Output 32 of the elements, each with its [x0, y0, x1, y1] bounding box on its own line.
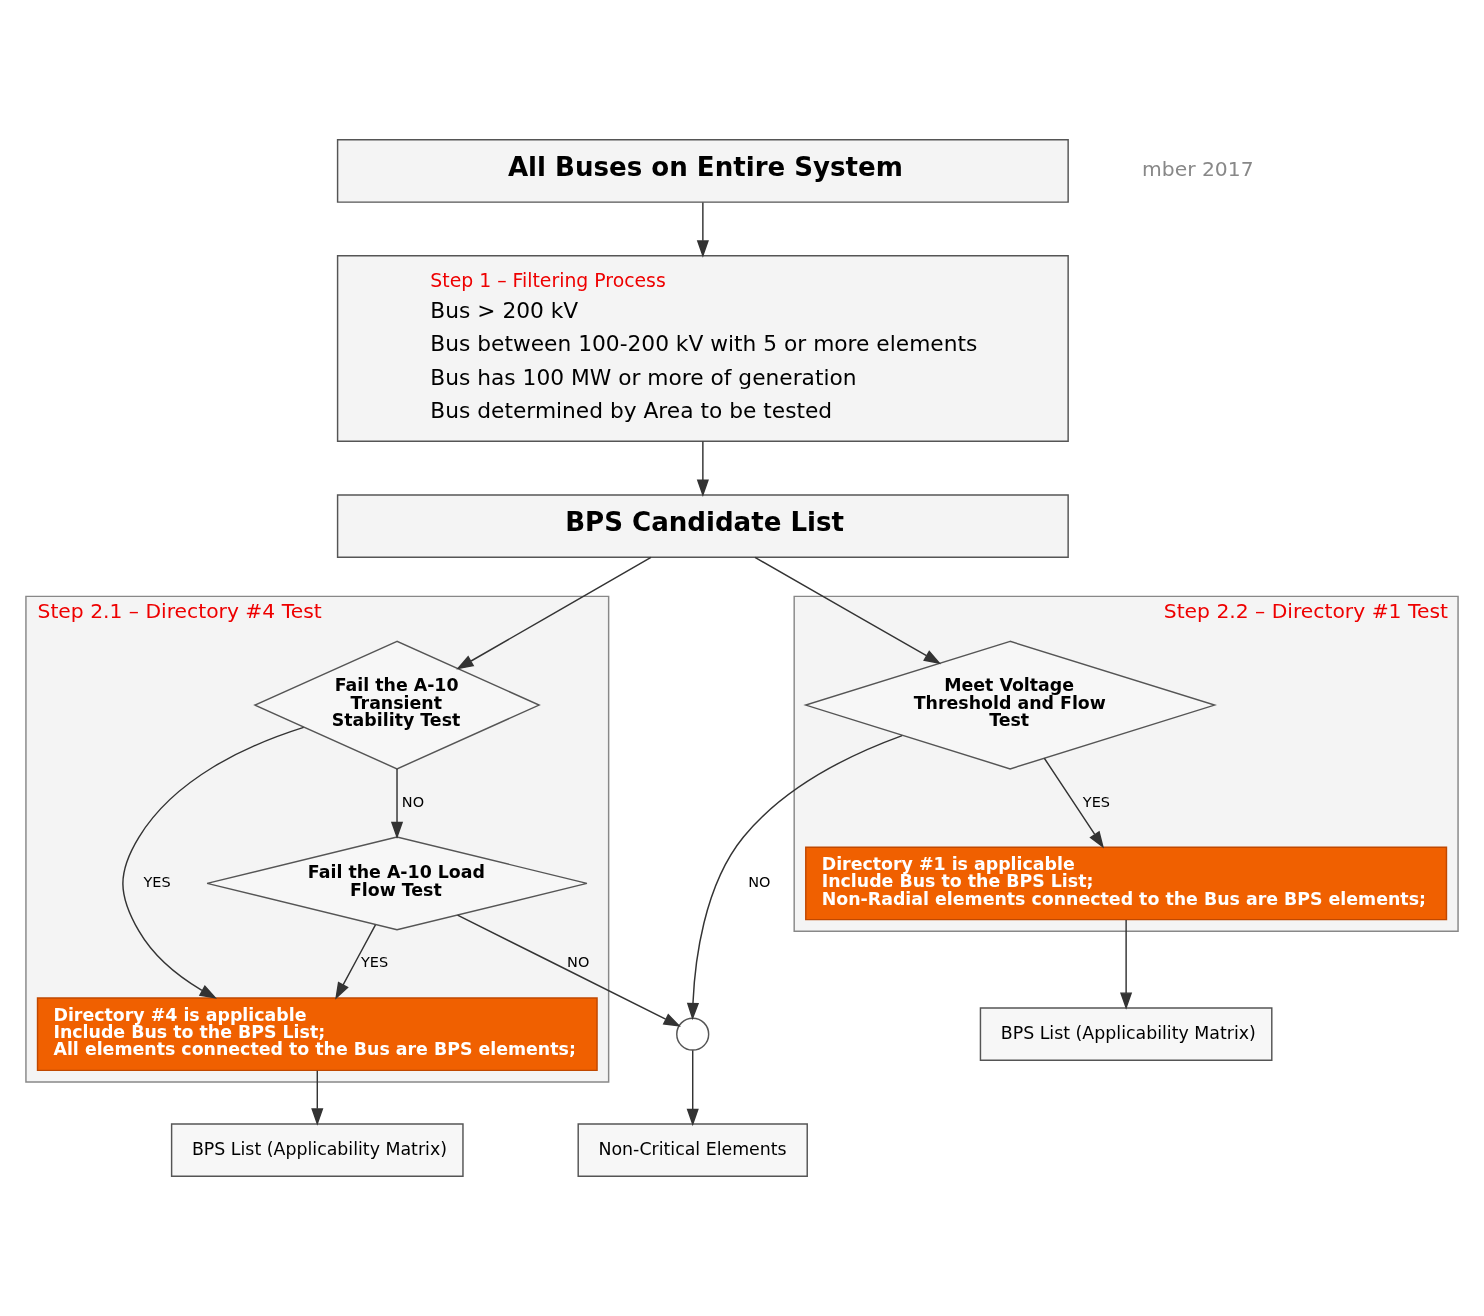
edge-label: YES — [1082, 793, 1111, 810]
edge-label: YES — [360, 954, 389, 971]
node-box: Step 1 – Filtering Process Bus > 200 kV Bus between 100-200 kV with 5 or more elements Bus has 100 MW or more of generation Bus determined by Area to be tested — [336, 255, 1069, 443]
node-box: BPS List (Applicability Matrix) — [170, 1123, 464, 1177]
arrow — [1043, 757, 1105, 849]
node-box: Directory #1 is applicable Include Bus to the BPS List; Non-Radial elements connected to the Bus are BPS elements; — [805, 846, 1448, 921]
arrow — [122, 726, 305, 999]
edge-label: YES — [143, 874, 171, 891]
arrow — [335, 924, 377, 1000]
node-box: BPS List (Applicability Matrix) — [979, 1007, 1273, 1061]
edge-label: NO — [567, 954, 590, 971]
arrow — [686, 734, 903, 1021]
arrow — [311, 1070, 324, 1126]
arrow — [390, 768, 404, 840]
edge-label: NO — [748, 874, 771, 891]
node-box: BPS Candidate List — [336, 494, 1069, 558]
arrow — [1120, 919, 1133, 1010]
arrow — [456, 556, 652, 670]
node-box: Non-Critical Elements — [577, 1123, 808, 1177]
node-diamond: Meet Voltage Threshold and Flow Test — [803, 640, 1217, 770]
arrow — [686, 1049, 699, 1127]
arrow — [696, 201, 709, 258]
edge-label: NO — [401, 793, 425, 810]
arrow — [754, 556, 942, 665]
node-circle — [676, 1017, 710, 1051]
node-box: All Buses on Entire System — [336, 139, 1069, 203]
node-diamond: Fail the A-10 Transient Stability Test — [253, 640, 541, 770]
arrow — [696, 440, 709, 497]
arrow — [456, 914, 681, 1027]
node-box: Directory #4 is applicable Include Bus to the BPS List; All elements connected to the Bus are BPS elements; — [36, 997, 598, 1072]
label: mber 2017 — [1142, 157, 1254, 182]
node-diamond: Fail the A-10 Load Flow Test — [206, 836, 588, 931]
